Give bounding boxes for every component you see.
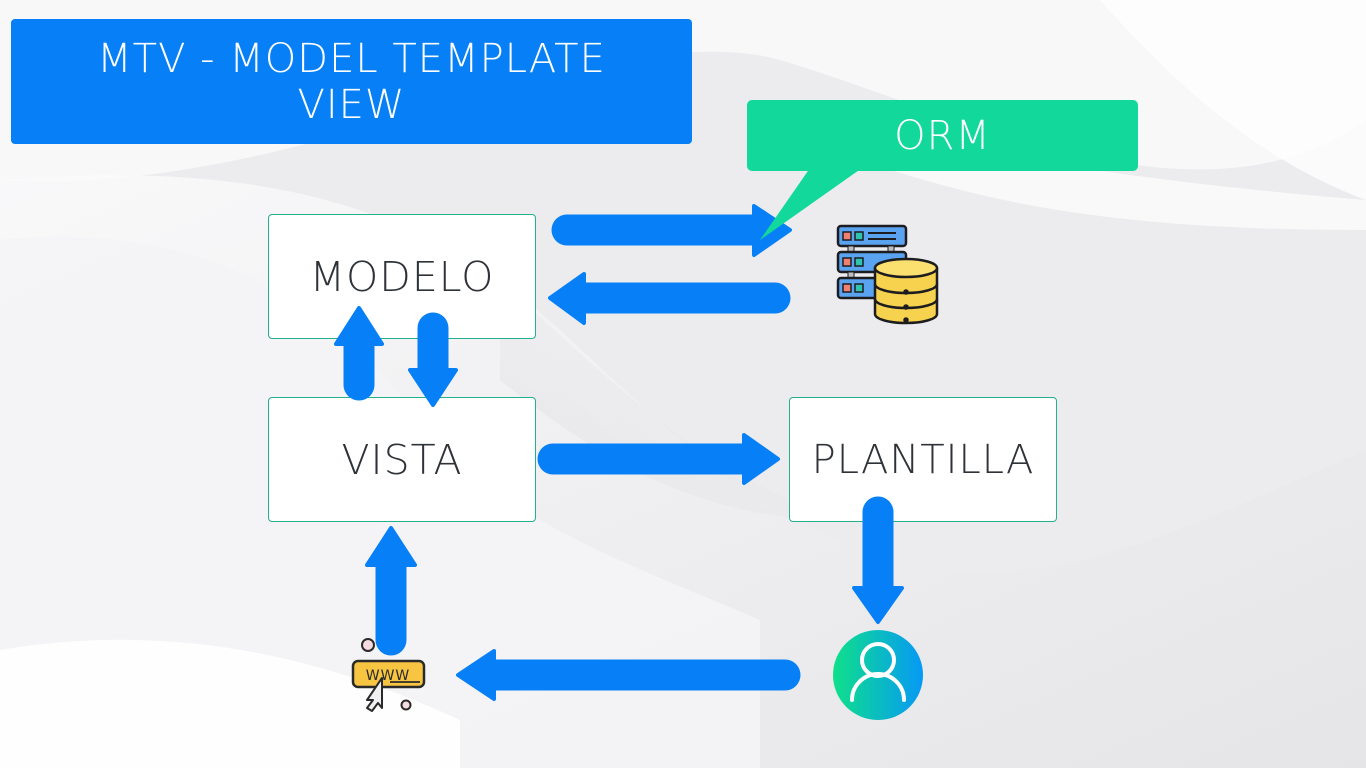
- arrow-plantilla-to-user: [852, 496, 904, 624]
- orm-callout: ORM: [747, 100, 1138, 171]
- database-server-icon: [836, 224, 939, 325]
- arrow-modelo-to-vista: [408, 312, 458, 407]
- node-vista-label: VISTA: [341, 435, 463, 484]
- orm-label: ORM: [894, 112, 991, 159]
- diagram-title: MTV - MODEL TEMPLATE VIEW: [11, 19, 692, 144]
- arrow-vista-to-plantilla: [537, 433, 780, 485]
- orm-callout-pointer: [760, 168, 862, 240]
- node-modelo: MODELO: [268, 214, 536, 339]
- title-line-2: VIEW: [297, 81, 406, 128]
- www-browser-cursor-icon: WWW: [351, 638, 426, 712]
- node-modelo-label: MODELO: [309, 252, 495, 301]
- www-text: WWW: [366, 668, 411, 684]
- arrow-web-to-vista: [365, 526, 417, 656]
- arrow-vista-to-modelo: [334, 306, 384, 401]
- user-icon: [833, 630, 923, 720]
- arrow-user-to-web: [456, 649, 801, 701]
- title-line-1: MTV - MODEL TEMPLATE: [97, 35, 606, 82]
- node-plantilla-label: PLANTILLA: [811, 436, 1035, 483]
- node-vista: VISTA: [268, 397, 536, 522]
- arrow-orm-to-modelo: [548, 272, 791, 325]
- node-plantilla: PLANTILLA: [789, 397, 1057, 522]
